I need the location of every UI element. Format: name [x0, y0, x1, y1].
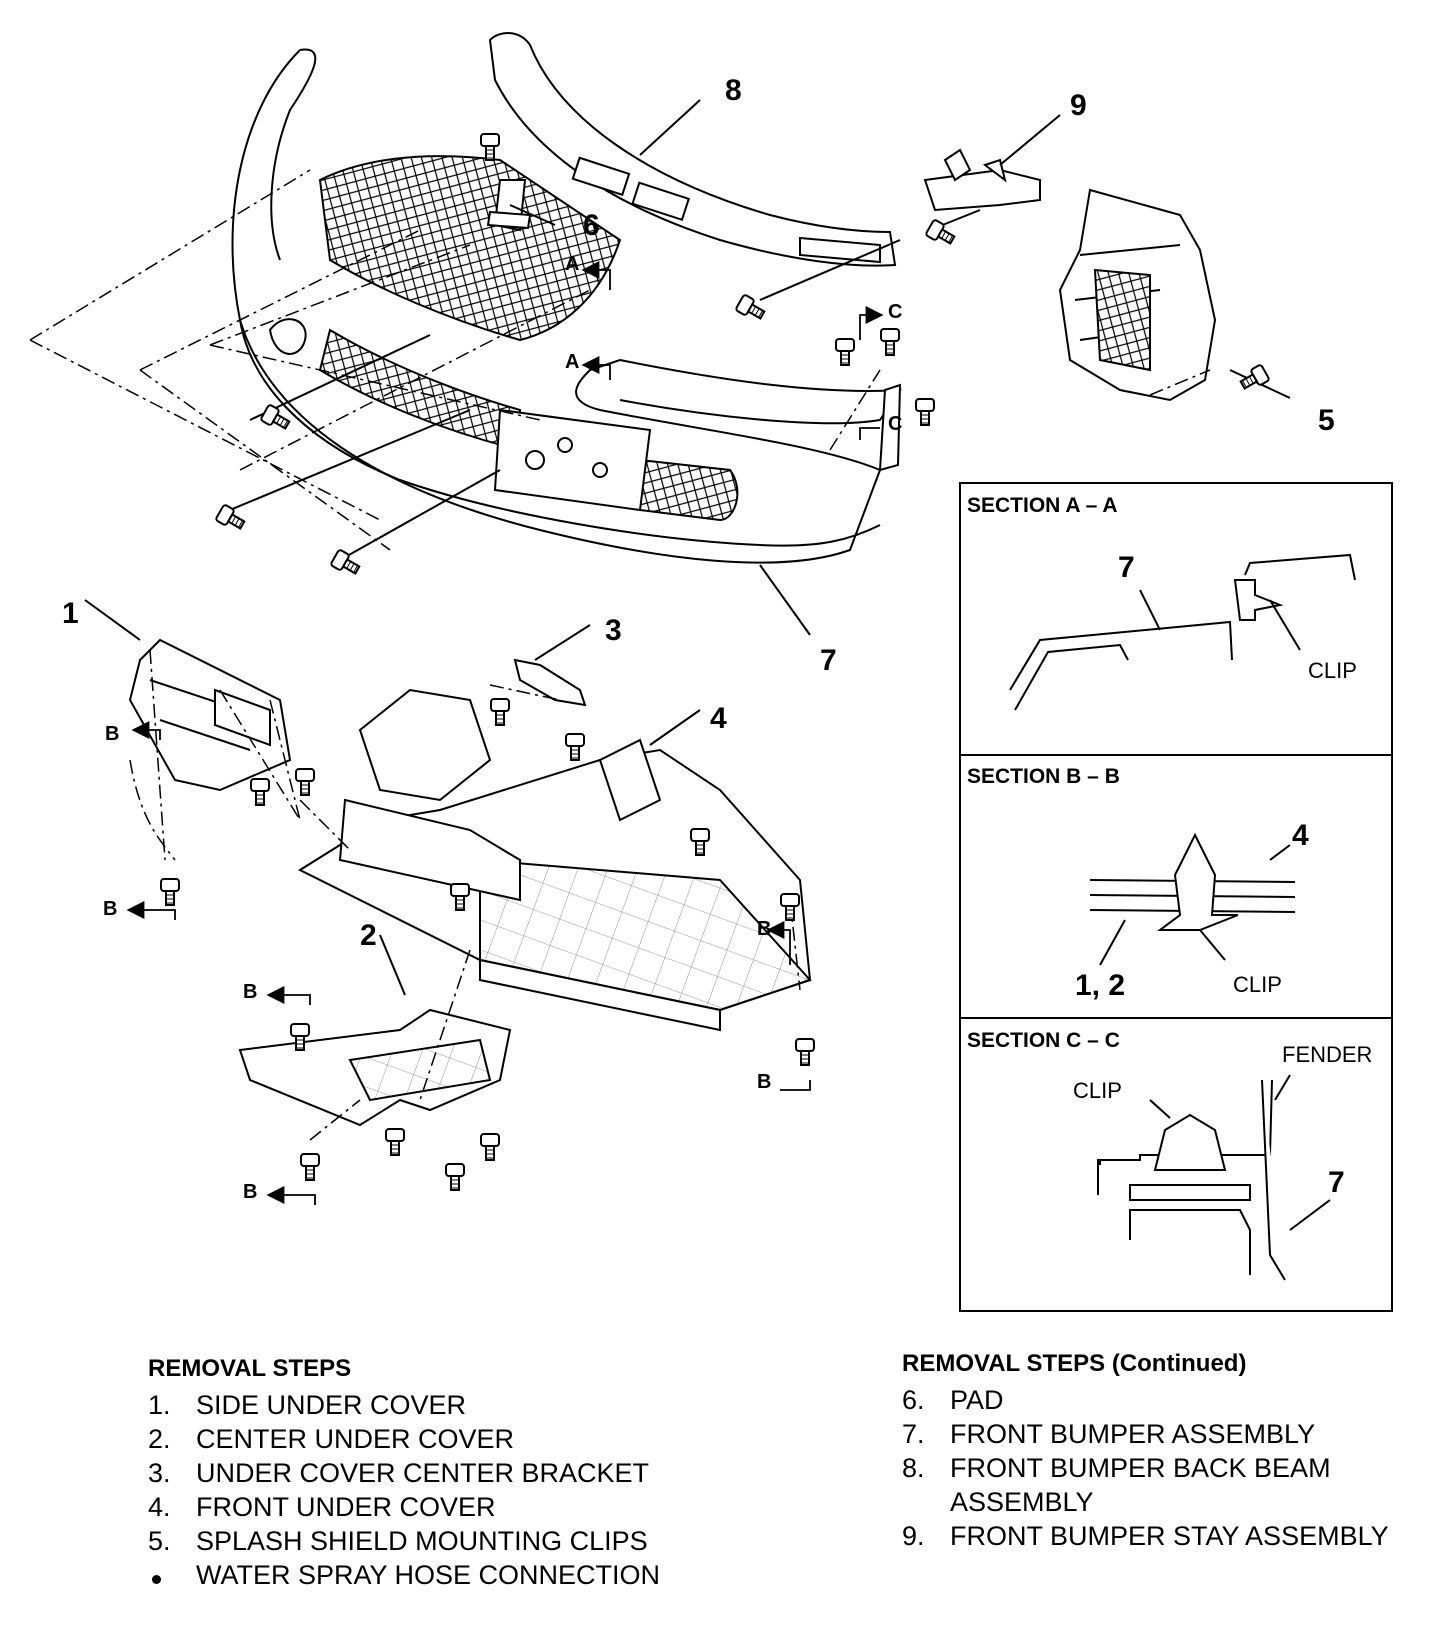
- step-text: FRONT UNDER COVER: [196, 1492, 496, 1522]
- leader-lines: [29, 169, 1211, 1141]
- bolt-icon: [795, 1038, 815, 1066]
- step-text: SPLASH SHIELD MOUNTING CLIPS: [196, 1526, 648, 1556]
- bolt-icon: [329, 548, 363, 579]
- bolt-icon: [300, 1153, 320, 1181]
- front-bumper-stay: [923, 148, 1041, 212]
- callout-9: 9: [1070, 89, 1087, 122]
- bolt-icon: [214, 503, 248, 534]
- step-number: 7.: [902, 1419, 925, 1449]
- step-number: 5.: [148, 1526, 171, 1556]
- bolt-icon: [480, 133, 500, 161]
- callout-3: 3: [605, 614, 622, 647]
- callout-1: 1: [62, 597, 79, 630]
- step-number: 1.: [148, 1390, 171, 1420]
- step-text: PAD: [950, 1385, 1004, 1415]
- step-number: 4.: [148, 1492, 171, 1522]
- removal-step: 1. SIDE UNDER COVER: [148, 1388, 708, 1422]
- bolt-icon: [915, 398, 935, 426]
- bolt-icon: [385, 1128, 405, 1156]
- bolt-icon: [835, 338, 855, 366]
- section-c-c-part: 7: [1328, 1166, 1345, 1199]
- arrow-label-b: B: [757, 918, 771, 940]
- removal-step: 2. CENTER UNDER COVER: [148, 1422, 708, 1456]
- removal-steps-title: REMOVAL STEPS: [148, 1355, 352, 1382]
- callout-numbers: 8 9 6 5 7 1 3 4 2: [62, 74, 1335, 952]
- removal-step: 9. FRONT BUMPER STAY ASSEMBLY: [902, 1519, 1422, 1553]
- callout-7: 7: [820, 644, 837, 677]
- arrow-label-b: B: [757, 1071, 771, 1093]
- removal-steps: REMOVAL STEPS 1. SIDE UNDER COVER 2. CEN…: [148, 1352, 708, 1592]
- arrow-label-b: B: [105, 723, 119, 745]
- section-c-c-clip-label: CLIP: [1073, 1078, 1122, 1103]
- arrow-label-c: C: [888, 301, 902, 323]
- step-text: WATER SPRAY HOSE CONNECTION: [196, 1560, 661, 1590]
- removal-step: 6. PAD: [902, 1383, 1422, 1417]
- section-b-b-clip-label: CLIP: [1233, 972, 1282, 997]
- section-a-a: SECTION A – A 7 CLIP: [959, 482, 1393, 756]
- center-under-cover: [238, 1008, 512, 1127]
- step-number: 6.: [902, 1385, 925, 1415]
- section-a-a-clip-label: CLIP: [1308, 658, 1357, 683]
- bolt-icon: [880, 328, 900, 356]
- section-c-c-title: SECTION C – C: [967, 1029, 1120, 1052]
- front-bumper-back-beam: [488, 32, 897, 267]
- removal-step: WATER SPRAY HOSE CONNECTION: [148, 1558, 708, 1592]
- arrow-label-c: C: [888, 413, 902, 435]
- bolt-icon: [445, 1163, 465, 1191]
- front-bumper-assembly: [231, 48, 902, 564]
- section-c-c: SECTION C – C CLIP FENDER 7: [959, 1017, 1393, 1312]
- section-b-b-label-parts: 1, 2: [1075, 969, 1125, 1002]
- arrow-label-a: A: [565, 351, 579, 373]
- callout-6: 6: [583, 209, 600, 242]
- arrow-label-a: A: [565, 253, 579, 275]
- removal-step: 3. UNDER COVER CENTER BRACKET: [148, 1456, 708, 1490]
- callout-2: 2: [360, 919, 377, 952]
- step-text: SIDE UNDER COVER: [196, 1390, 467, 1420]
- callout-4: 4: [710, 702, 727, 735]
- bolt-icon: [160, 878, 180, 906]
- bolt-icon: [250, 778, 270, 806]
- bolt-icon: [1237, 363, 1271, 394]
- step-number: 3.: [148, 1458, 171, 1488]
- bolt-icon: [565, 733, 585, 761]
- removal-steps-continued: REMOVAL STEPS (Continued) 6. PAD 7. FRON…: [902, 1347, 1422, 1553]
- step-number: 8.: [902, 1453, 925, 1483]
- step-text: FRONT BUMPER ASSEMBLY: [950, 1419, 1316, 1449]
- step-number: 2.: [148, 1424, 171, 1454]
- step-text: FRONT BUMPER BACK BEAM ASSEMBLY: [950, 1453, 1331, 1517]
- step-text: UNDER COVER CENTER BRACKET: [196, 1458, 650, 1488]
- section-b-b-title: SECTION B – B: [967, 765, 1120, 788]
- removal-step: 7. FRONT BUMPER ASSEMBLY: [902, 1417, 1422, 1451]
- arrow-label-b: B: [243, 1181, 257, 1203]
- removal-step: 8. FRONT BUMPER BACK BEAM ASSEMBLY: [902, 1451, 1422, 1519]
- bolt-icon: [295, 768, 315, 796]
- bolt-icon: [490, 698, 510, 726]
- section-indicators: [126, 261, 884, 1205]
- bolt-icon: [924, 218, 958, 249]
- arrow-label-b: B: [103, 898, 117, 920]
- section-a-a-part: 7: [1118, 551, 1135, 584]
- under-cover-center-bracket: [513, 658, 587, 707]
- front-under-cover: [297, 688, 812, 1032]
- arrow-label-b: B: [243, 981, 257, 1003]
- bullet-icon: [148, 1558, 196, 1592]
- removal-steps-continued-title: REMOVAL STEPS (Continued): [902, 1350, 1247, 1377]
- bolt-icon: [480, 1133, 500, 1161]
- removal-step: 5. SPLASH SHIELD MOUNTING CLIPS: [148, 1524, 708, 1558]
- section-a-a-title: SECTION A – A: [967, 494, 1118, 517]
- side-under-cover: [128, 638, 292, 792]
- step-number: 9.: [902, 1521, 925, 1551]
- section-b-b-part: 4: [1292, 819, 1309, 852]
- section-c-c-fender-label: FENDER: [1282, 1042, 1372, 1067]
- section-b-b: SECTION B – B 4 1, 2 CLIP: [959, 754, 1393, 1019]
- removal-step: 4. FRONT UNDER COVER: [148, 1490, 708, 1524]
- step-text: FRONT BUMPER STAY ASSEMBLY: [950, 1521, 1389, 1551]
- callout-8: 8: [725, 74, 742, 107]
- step-text: CENTER UNDER COVER: [196, 1424, 515, 1454]
- callout-5: 5: [1318, 404, 1335, 437]
- section-arrow-labels: A A C C B B B B B B: [103, 253, 902, 1203]
- splash-shield: [1058, 188, 1217, 402]
- exploded-parts-diagram: A A C C B B B B B B 8 9 6 5 7 1 3 4 2 SE…: [29, 32, 1393, 1312]
